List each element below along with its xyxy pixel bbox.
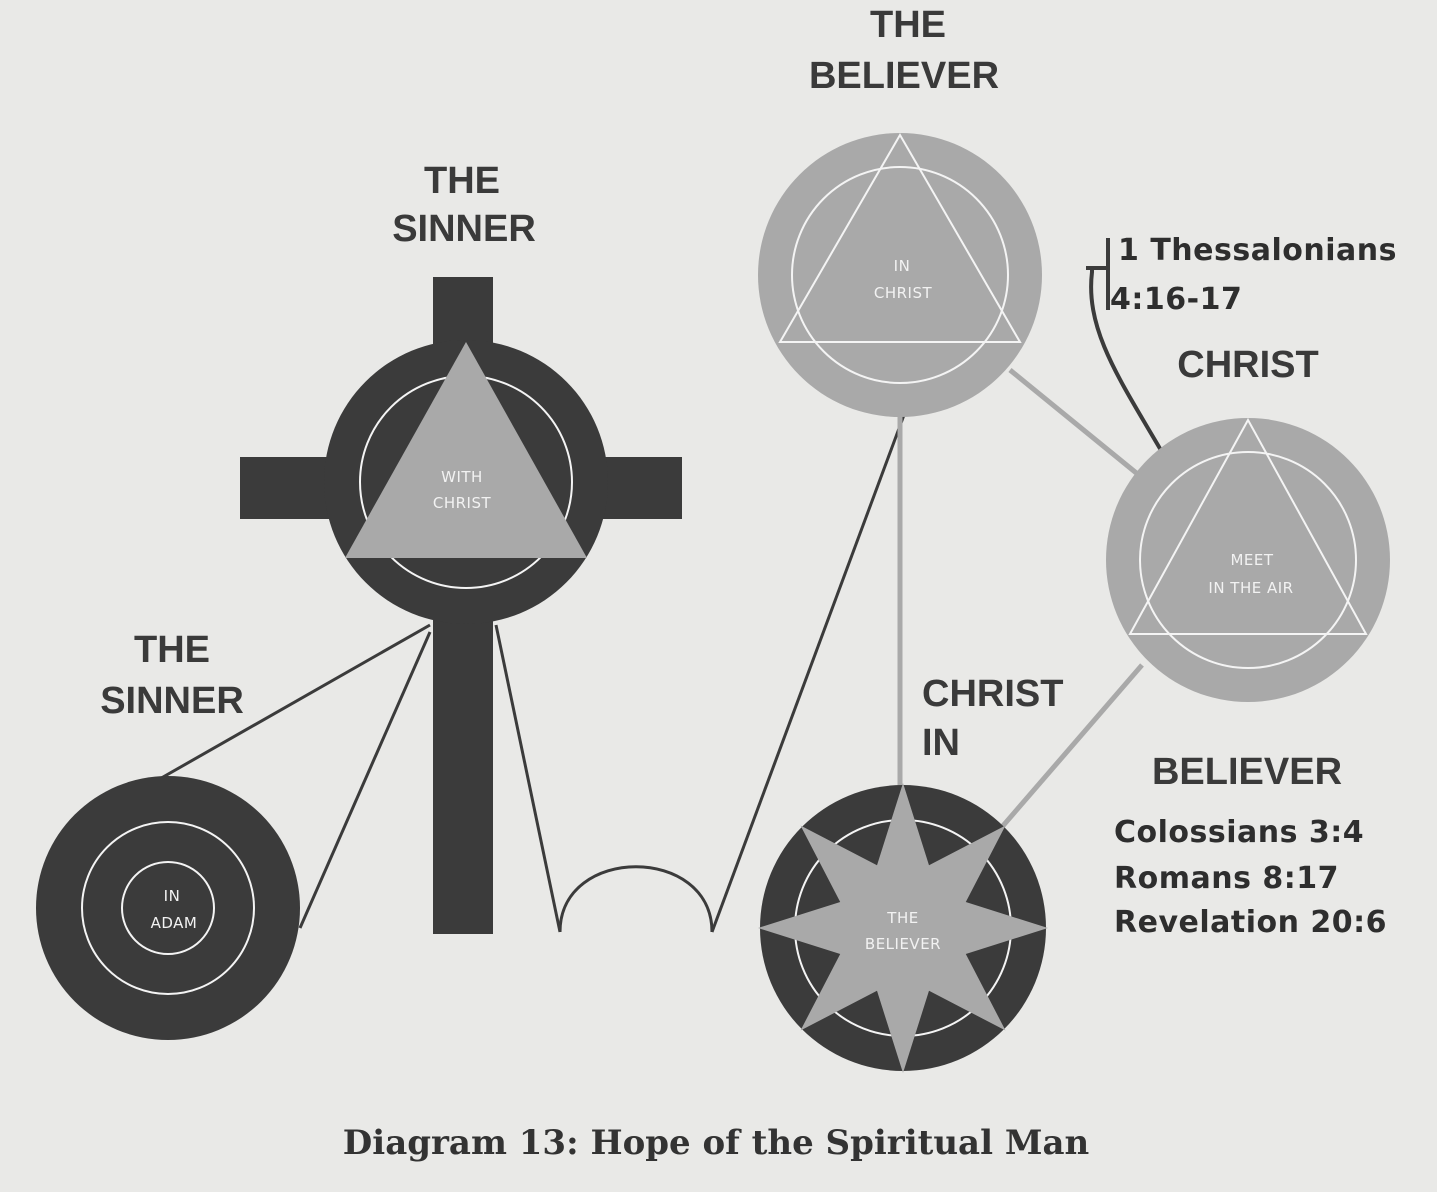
- arc-connector: [558, 865, 714, 933]
- believer-star: [758, 783, 1048, 1073]
- meet-in-air-line2: IN THE AIR: [1208, 579, 1293, 597]
- with-christ-circle: WITH CHRIST: [324, 340, 608, 624]
- the-believer-circle: THE BELIEVER: [758, 783, 1048, 1073]
- in-adam-line2: ADAM: [151, 914, 198, 932]
- with-christ-line2: CHRIST: [433, 494, 492, 512]
- ref-thessalonians-1: 1 Thessalonians: [1118, 233, 1397, 268]
- meet-in-air-line1: MEET: [1230, 551, 1273, 569]
- line-arc-to-in-christ: [710, 414, 906, 933]
- line-meet-to-believer: [993, 663, 1144, 837]
- ref-revelation: Revelation 20:6: [1114, 905, 1387, 940]
- label-sinner-top-1: THE: [424, 160, 500, 202]
- meet-in-air-triangle: [1128, 417, 1368, 635]
- label-believer-top-1: THE: [870, 4, 946, 46]
- meet-in-air-circle: MEET IN THE AIR: [1106, 417, 1390, 702]
- in-christ-line1: IN: [894, 257, 911, 275]
- the-believer-line1: THE: [886, 909, 918, 927]
- in-christ-triangle: [778, 133, 1022, 343]
- with-christ-line1: WITH: [441, 468, 483, 486]
- line-adam-to-cross-1: [134, 623, 431, 795]
- label-sinner-top-2: SINNER: [392, 208, 536, 250]
- the-believer-line2: BELIEVER: [865, 935, 941, 953]
- label-christ-in-1: CHRIST: [922, 673, 1063, 715]
- connector-lines-dark: [134, 238, 1164, 933]
- label-believer-top-2: BELIEVER: [809, 55, 999, 97]
- outer-labels: THE SINNER THE SINNER THE BELIEVER CHRIS…: [100, 4, 1342, 793]
- line-thess-bracket: [1089, 268, 1164, 454]
- label-christ-in-2: IN: [922, 722, 960, 764]
- with-christ-triangle: [345, 342, 587, 558]
- ref-thessalonians-2: 4:16-17: [1110, 282, 1242, 317]
- in-christ-line2: CHRIST: [874, 284, 933, 302]
- line-cross-to-arc: [494, 624, 562, 933]
- label-believer-right: BELIEVER: [1152, 751, 1342, 793]
- in-adam-line1: IN: [164, 887, 181, 905]
- label-sinner-left-2: SINNER: [100, 680, 244, 722]
- connector-lines-gray: [897, 368, 1144, 837]
- references: 1 Thessalonians 4:16-17 Colossians 3:4 R…: [1110, 233, 1397, 940]
- in-christ-circle: IN CHRIST: [758, 133, 1042, 417]
- label-christ-right: CHRIST: [1177, 344, 1318, 386]
- label-sinner-left-1: THE: [134, 629, 210, 671]
- line-in-christ-to-meet: [1008, 368, 1142, 478]
- line-adam-to-cross-2: [298, 631, 432, 929]
- ref-colossians: Colossians 3:4: [1114, 815, 1364, 850]
- in-adam-circle: IN ADAM: [36, 776, 300, 1040]
- diagram-caption: Diagram 13: Hope of the Spiritual Man: [343, 1123, 1089, 1163]
- ref-romans: Romans 8:17: [1114, 861, 1339, 896]
